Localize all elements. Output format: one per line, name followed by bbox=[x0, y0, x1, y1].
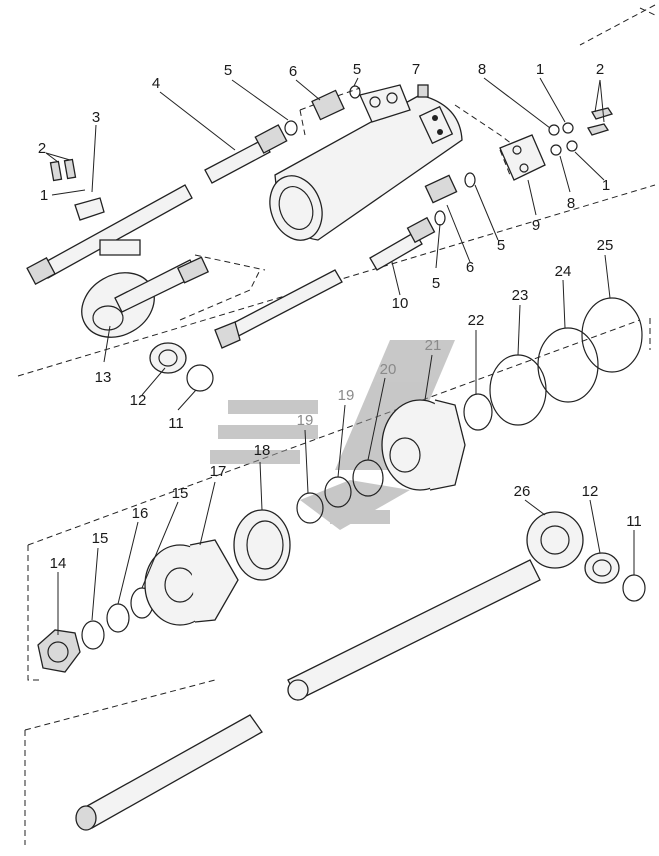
label-19-left: 19 bbox=[297, 412, 314, 429]
label-1-top: 1 bbox=[536, 61, 544, 78]
piston-rod-item-26 bbox=[287, 511, 584, 701]
label-9: 9 bbox=[532, 217, 540, 234]
label-13: 13 bbox=[95, 369, 112, 386]
piston-item-17 bbox=[144, 539, 239, 626]
label-15-left: 15 bbox=[92, 530, 109, 547]
label-5-lower: 5 bbox=[432, 275, 440, 292]
label-8-bottom: 8 bbox=[567, 195, 575, 212]
label-17: 17 bbox=[210, 463, 227, 480]
tube-item-10 bbox=[369, 216, 436, 271]
bracket-item-3 bbox=[74, 197, 105, 221]
rod-bottom bbox=[75, 714, 263, 831]
seal-item-18 bbox=[233, 509, 291, 581]
label-2-left: 2 bbox=[38, 140, 46, 157]
fitting-item-6-top bbox=[284, 85, 361, 136]
ring-item-11-left bbox=[186, 364, 214, 392]
ring-item-16 bbox=[106, 603, 130, 633]
tube-item-4 bbox=[204, 124, 288, 184]
label-11-right: 11 bbox=[626, 513, 642, 530]
tube-left bbox=[26, 184, 193, 285]
cylinder-barrel bbox=[269, 84, 463, 241]
ring-item-11-right bbox=[622, 574, 646, 602]
leader-lines bbox=[45, 77, 635, 635]
bolts-item-2-left bbox=[49, 158, 77, 182]
block-item-9 bbox=[499, 134, 546, 181]
label-15-right: 15 bbox=[172, 485, 189, 502]
label-25: 25 bbox=[597, 237, 614, 254]
fitting-item-6-right bbox=[424, 172, 476, 226]
bushing-item-12-left bbox=[149, 342, 187, 374]
label-7: 7 bbox=[412, 61, 420, 78]
label-10: 10 bbox=[392, 295, 409, 312]
label-24: 24 bbox=[555, 263, 572, 280]
seals-items-1-8 bbox=[548, 122, 578, 156]
label-4: 4 bbox=[152, 75, 160, 92]
nut-item-14 bbox=[37, 629, 81, 673]
bushing-item-12-right bbox=[584, 552, 620, 584]
label-16: 16 bbox=[132, 505, 149, 522]
label-11-left: 11 bbox=[168, 415, 184, 432]
plug-item-7 bbox=[417, 84, 429, 98]
bolts-item-2-right bbox=[587, 107, 614, 136]
ring-item-15-left bbox=[81, 620, 105, 650]
eye-end-item-13 bbox=[81, 239, 210, 338]
label-1-left: 1 bbox=[40, 187, 48, 204]
label-12-left: 12 bbox=[130, 392, 147, 409]
label-2-right: 2 bbox=[596, 61, 604, 78]
ring-item-24 bbox=[537, 327, 599, 403]
label-8-top: 8 bbox=[478, 61, 486, 78]
label-21: 21 bbox=[425, 337, 442, 354]
ring-item-22 bbox=[463, 393, 493, 431]
label-5-top: 5 bbox=[224, 62, 232, 79]
rod-middle bbox=[214, 269, 343, 349]
label-20: 20 bbox=[380, 361, 397, 378]
label-3: 3 bbox=[92, 109, 100, 126]
label-18: 18 bbox=[254, 442, 271, 459]
label-5-top-right: 5 bbox=[353, 61, 361, 78]
label-6-top: 6 bbox=[289, 63, 297, 80]
label-1-right: 1 bbox=[602, 177, 610, 194]
label-26: 26 bbox=[514, 483, 531, 500]
label-22: 22 bbox=[468, 312, 485, 329]
label-6-right: 6 bbox=[466, 259, 474, 276]
label-5-right: 5 bbox=[497, 237, 505, 254]
gland-item-21 bbox=[381, 399, 466, 491]
watermark-logo bbox=[210, 340, 455, 530]
label-14: 14 bbox=[50, 555, 67, 572]
label-19-right: 19 bbox=[338, 387, 355, 404]
ring-item-25 bbox=[581, 297, 643, 373]
label-23: 23 bbox=[512, 287, 529, 304]
callout-labels: 2 3 1 4 5 6 5 7 8 1 2 1 8 9 5 6 5 10 13 … bbox=[38, 61, 642, 572]
label-12-right: 12 bbox=[582, 483, 599, 500]
